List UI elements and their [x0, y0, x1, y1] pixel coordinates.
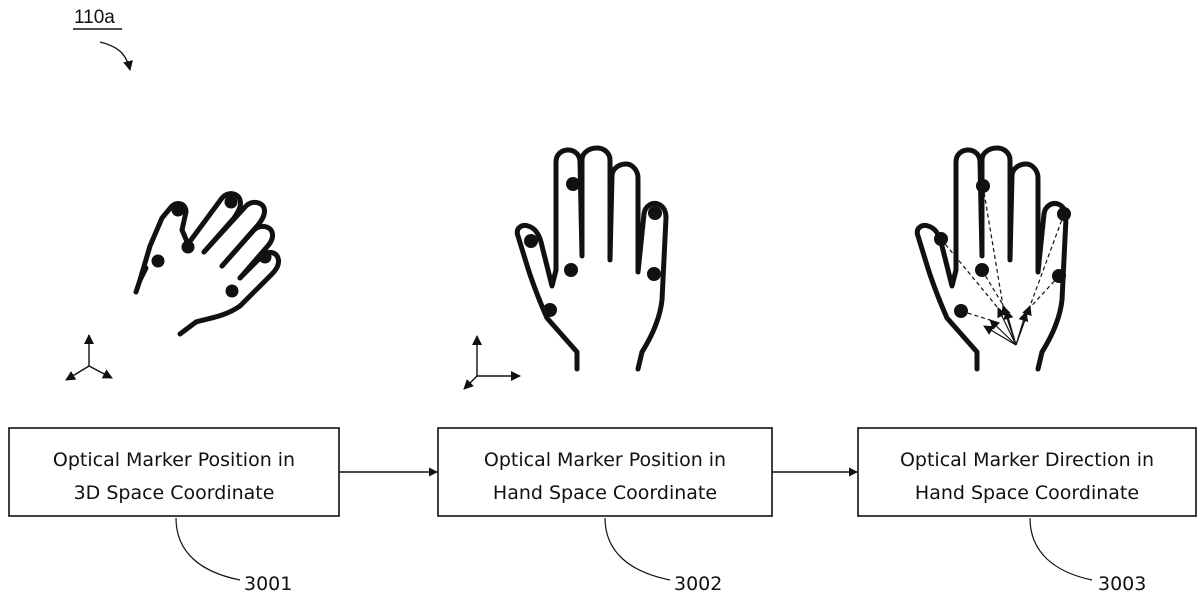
box-3001-line1: Optical Marker Position in	[53, 449, 295, 471]
hand-space-icon	[514, 145, 669, 372]
ref-3001-number: 3001	[244, 573, 292, 595]
2d-axes-icon	[463, 335, 521, 390]
ref-3003-number: 3003	[1098, 573, 1146, 595]
hand-3d-space-icon	[133, 191, 281, 337]
hand-space-markers	[524, 177, 662, 317]
box-3003-line2: Hand Space Coordinate	[915, 482, 1139, 504]
figure-label: 110a	[73, 7, 133, 71]
3d-axes-icon	[65, 334, 113, 381]
box-3003: Optical Marker Direction in Hand Space C…	[857, 427, 1197, 517]
ref-3003: 3003	[1029, 517, 1146, 595]
box-3001: Optical Marker Position in 3D Space Coor…	[8, 427, 340, 517]
ref-3001: 3001	[175, 517, 292, 595]
figure-label-text: 110a	[74, 7, 115, 28]
direction-vectors	[940, 185, 1065, 346]
figure-label-arrow	[99, 41, 133, 71]
box-3002-line1: Optical Marker Position in	[484, 449, 726, 471]
box-3003-line1: Optical Marker Direction in	[900, 449, 1154, 471]
hand-direction-icon	[914, 145, 1069, 372]
box-3002: Optical Marker Position in Hand Space Co…	[437, 427, 773, 517]
box-3002-line2: Hand Space Coordinate	[493, 482, 717, 504]
hand-3d-markers	[151, 195, 272, 298]
ref-3002: 3002	[604, 517, 722, 595]
box-3001-line2: 3D Space Coordinate	[74, 482, 275, 504]
ref-3002-number: 3002	[674, 573, 722, 595]
